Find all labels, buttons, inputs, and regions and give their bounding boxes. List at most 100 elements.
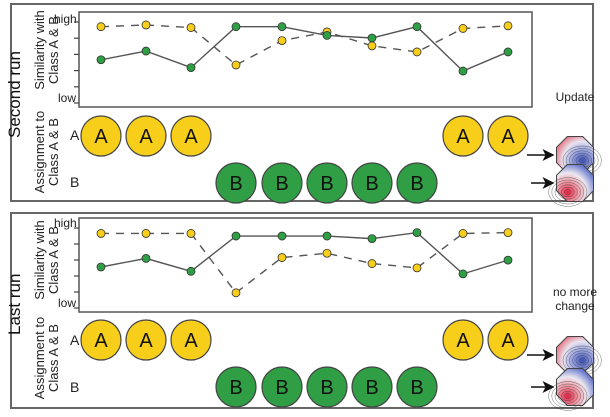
data-point-class-a [141,229,151,238]
contour-line [564,393,572,399]
data-point-class-a [503,21,513,31]
contour-line [548,381,588,411]
assignment-circle-b [351,162,393,204]
assignment-circle-a [170,115,212,157]
contour-line [551,179,585,205]
data-point-class-b [503,255,513,265]
assignment-label: A [139,330,153,352]
assignment-circle-b [351,366,393,408]
contour-line [575,355,589,366]
contour-line [548,177,588,207]
side-note: Update [555,90,595,104]
assignment-circle-a [487,115,529,157]
row-label-a: A [70,127,80,143]
assignment-label: B [410,173,423,195]
assignment-label: B [275,173,288,195]
assignment-circle-b [396,366,438,408]
assignment-label: A [456,330,470,352]
tick-high: high [54,12,77,26]
data-point-class-b [96,55,106,65]
assignment-label: A [184,126,198,148]
contour-line [561,390,575,402]
data-point-class-b [367,234,377,244]
data-point-class-a [412,263,422,273]
assignment-label: A [456,126,470,148]
row-label-b: B [70,379,80,395]
data-point-class-b [96,262,106,272]
assignment-label: B [410,377,423,399]
data-point-class-a [277,253,287,262]
data-point-class-b [322,231,332,241]
tick-low: low [58,296,77,310]
assignment-circle-a [442,115,484,157]
contour-line [561,186,575,198]
data-point-class-b [231,22,241,32]
assignment-circle-a [80,115,122,157]
class-a-map-icon [556,336,594,374]
data-point-class-b [367,33,377,43]
plot-frame [78,11,533,108]
data-point-class-a [367,41,377,51]
class-b-map-icon [556,164,594,202]
assignment-label: B [229,173,242,195]
plot-frame [78,217,533,313]
assignment-label: B [275,377,288,399]
assignment-circle-b [306,366,348,408]
assignment-label: A [501,126,515,148]
data-point-class-b [412,228,422,238]
contour-line [564,189,572,195]
data-point-class-a [503,228,513,238]
data-point-class-a [367,259,377,268]
assignment-circle-b [261,366,303,408]
data-point-class-b [141,46,151,56]
data-point-class-a [231,288,241,298]
contour-line [578,157,586,164]
assignment-label: A [139,126,153,148]
assignment-label: A [184,330,198,352]
assignment-label: B [229,377,242,399]
assignment-circle-a [80,319,122,361]
assignment-label: B [365,173,378,195]
assignment-circle-b [306,162,348,204]
assignment-circle-a [170,319,212,361]
assignment-label: B [365,377,378,399]
data-point-class-a [458,24,468,33]
data-point-class-b [277,231,287,241]
row-label-b: B [70,174,80,190]
data-point-class-a [412,47,422,57]
data-point-class-b [458,66,468,76]
data-point-class-a [458,229,468,238]
contour-line [557,184,578,200]
data-point-class-b [186,63,196,72]
assignment-circle-b [396,162,438,204]
data-point-class-a [96,229,106,238]
assignment-circle-a [125,319,167,361]
data-point-class-b [277,22,287,32]
assignment-circle-a [125,115,167,157]
series-line-class-b [100,25,509,72]
data-point-class-b [141,253,151,263]
contour-line [578,357,586,364]
assignment-circle-b [215,162,257,204]
data-point-class-a [277,36,287,46]
assignment-label: A [94,330,108,352]
data-point-class-a [231,60,241,70]
assignment-circle-b [215,366,257,408]
data-point-class-a [96,22,106,32]
data-point-class-b [412,22,422,32]
contour-line [557,388,578,404]
row-label-a: A [70,332,80,348]
assignment-label: B [320,377,333,399]
contour-line [551,383,585,409]
assignment-circle-a [442,319,484,361]
contour-line [554,386,581,406]
contour-line [572,352,593,368]
data-point-class-b [458,269,468,279]
data-point-class-b [186,266,196,276]
assignment-label: A [94,126,108,148]
data-point-class-b [503,47,513,57]
assignment-circle-a [487,319,529,361]
data-point-class-b [231,231,241,241]
